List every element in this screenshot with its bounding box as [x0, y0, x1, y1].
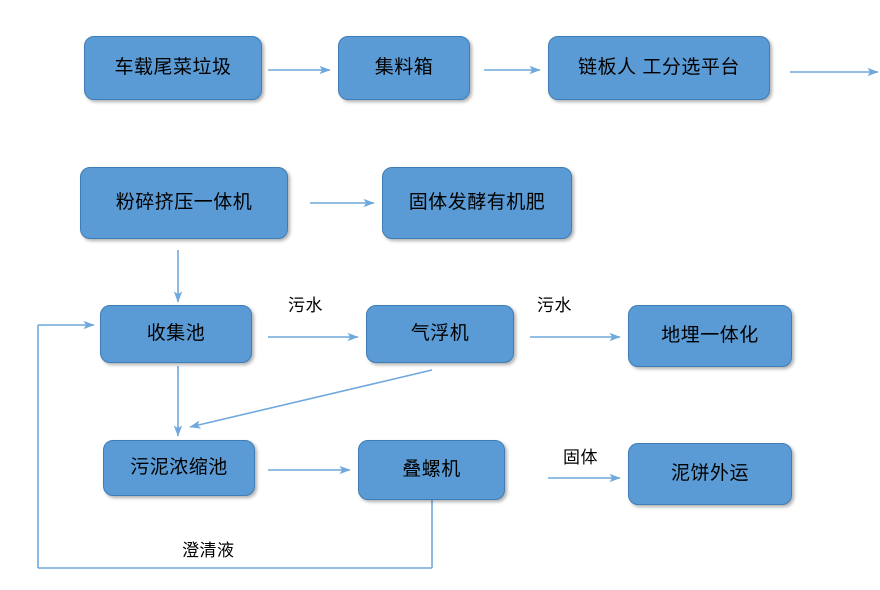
- edge-label-e_l1: 污水: [288, 296, 323, 315]
- flow-node-n4[interactable]: 粉碎挤压一体机: [80, 167, 288, 239]
- flow-node-n9[interactable]: 污泥浓缩池: [103, 440, 255, 496]
- flow-node-n5[interactable]: 固体发酵有机肥: [382, 167, 572, 239]
- flow-node-label: 粉碎挤压一体机: [115, 191, 253, 213]
- arrow-n7-to-n9-diagonal: [189, 369, 433, 429]
- flow-node-n1[interactable]: 车载尾菜垃圾: [84, 36, 262, 100]
- flow-node-n10[interactable]: 叠螺机: [358, 440, 505, 500]
- flow-node-label: 污泥浓缩池: [130, 456, 228, 478]
- flow-node-label: 集料箱: [374, 56, 434, 78]
- flow-node-n8[interactable]: 地埋一体化: [628, 305, 792, 367]
- flow-node-label: 车载尾菜垃圾: [114, 56, 232, 78]
- edge-label-e_l4: 澄清液: [182, 541, 235, 560]
- flow-node-n7[interactable]: 气浮机: [366, 305, 514, 363]
- flow-node-n6[interactable]: 收集池: [100, 305, 252, 363]
- flow-node-label: 泥饼外运: [670, 462, 749, 484]
- flow-node-label: 固体发酵有机肥: [408, 191, 546, 213]
- flow-node-label: 地埋一体化: [661, 324, 759, 346]
- edge-label-e_l2: 污水: [537, 296, 572, 315]
- flow-node-label: 收集池: [146, 322, 206, 344]
- flow-node-n3[interactable]: 链板人 工分选平台: [548, 36, 770, 100]
- flow-node-n2[interactable]: 集料箱: [338, 36, 470, 100]
- flow-node-label: 气浮机: [410, 322, 470, 344]
- flow-node-n11[interactable]: 泥饼外运: [628, 443, 792, 505]
- flow-node-label: 叠螺机: [402, 458, 461, 480]
- edge-label-e_l3: 固体: [563, 448, 598, 467]
- flow-node-label: 链板人 工分选平台: [578, 56, 740, 78]
